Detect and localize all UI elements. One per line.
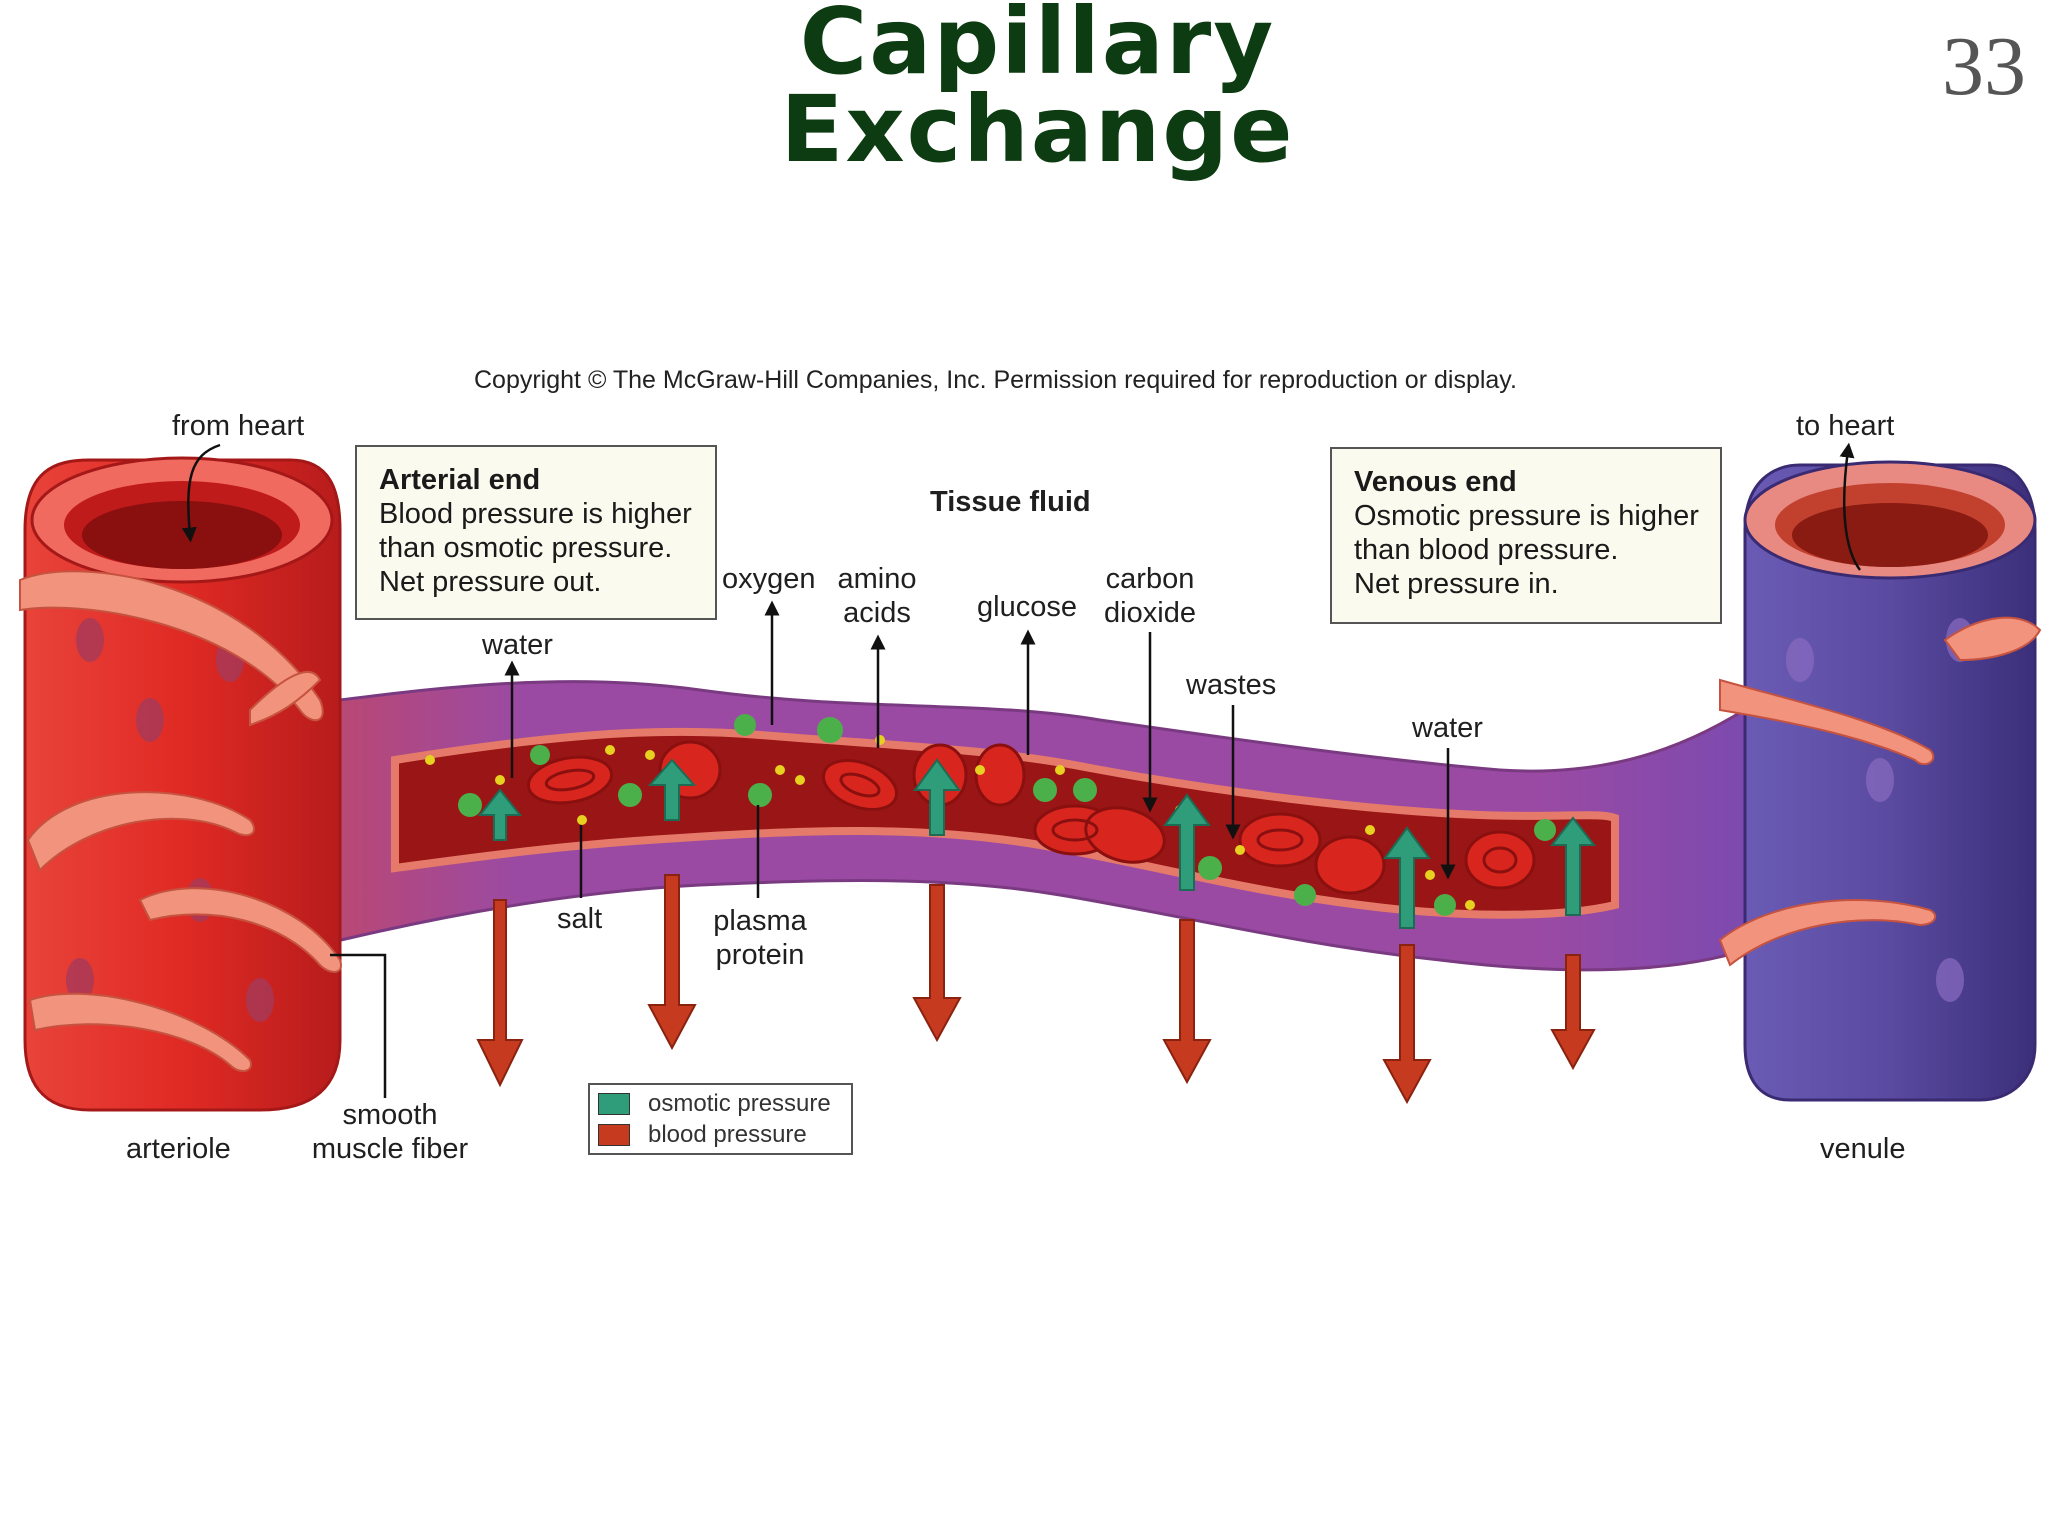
label-plasma-protein: plasma protein xyxy=(700,904,820,972)
copyright-notice: Copyright © The McGraw-Hill Companies, I… xyxy=(474,366,1517,394)
arterial-end-title: Arterial end xyxy=(379,464,541,496)
label-smooth-line-2: muscle fiber xyxy=(311,1133,469,1165)
label-amino-line-1: amino xyxy=(837,563,917,595)
legend-osmotic-label: osmotic pressure xyxy=(648,1089,831,1117)
label-oxygen: oxygen xyxy=(722,563,816,595)
legend-row-osmotic: osmotic pressure xyxy=(598,1088,843,1119)
label-wastes: wastes xyxy=(1186,669,1277,701)
arteriole-vessel xyxy=(19,456,342,1112)
arterial-end-line-3: Net pressure out. xyxy=(379,566,602,598)
label-arteriole: arteriole xyxy=(126,1133,231,1165)
label-venule: venule xyxy=(1820,1133,1906,1165)
arterial-end-line-2: than osmotic pressure. xyxy=(379,532,673,564)
label-water-left: water xyxy=(482,629,553,661)
label-carbon-dioxide: carbon dioxide xyxy=(1098,562,1202,630)
slide-title: Capillary Exchange xyxy=(700,0,1375,183)
pressure-legend: osmotic pressure blood pressure xyxy=(588,1083,853,1155)
blood-swatch xyxy=(598,1123,630,1146)
legend-blood-label: blood pressure xyxy=(648,1120,807,1148)
page-number: 33 xyxy=(1942,20,2026,113)
blood-pressure-arrows xyxy=(476,874,1596,1105)
label-from-heart: from heart xyxy=(172,410,305,442)
label-smooth-muscle-fiber: smooth muscle fiber xyxy=(300,1098,480,1166)
osmotic-arrows xyxy=(477,758,1597,929)
plasma-proteins xyxy=(458,714,1556,916)
label-amino-acids: amino acids xyxy=(832,562,922,630)
label-carbon-line-2: dioxide xyxy=(1104,597,1196,629)
venous-end-line-2: than blood pressure. xyxy=(1354,534,1619,566)
label-water-right: water xyxy=(1412,712,1483,744)
label-carbon-line-1: carbon xyxy=(1105,563,1195,595)
smooth-muscle-bands xyxy=(19,570,342,1072)
leader-lines xyxy=(181,442,1862,1098)
osmotic-swatch xyxy=(598,1092,630,1115)
venous-end-line-3: Net pressure in. xyxy=(1354,568,1559,600)
venous-end-title: Venous end xyxy=(1354,466,1517,498)
arterial-end-box: Arterial end Blood pressure is higher th… xyxy=(355,445,717,620)
label-smooth-line-1: smooth xyxy=(342,1099,438,1131)
venous-end-box: Venous end Osmotic pressure is higher th… xyxy=(1330,447,1722,624)
label-plasma-line-1: plasma xyxy=(713,905,807,937)
label-glucose: glucose xyxy=(977,591,1077,623)
label-plasma-line-2: protein xyxy=(715,939,805,971)
title-line-2: Exchange xyxy=(780,76,1295,183)
label-amino-line-2: acids xyxy=(843,597,911,629)
title-line-1: Capillary xyxy=(799,0,1276,95)
label-salt: salt xyxy=(557,903,603,935)
legend-row-blood: blood pressure xyxy=(598,1119,843,1150)
label-tissue-fluid: Tissue fluid xyxy=(930,486,1091,518)
arterial-end-line-1: Blood pressure is higher xyxy=(379,498,692,530)
venule-vessel xyxy=(1718,460,2042,1102)
label-to-heart: to heart xyxy=(1796,410,1895,442)
venous-end-line-1: Osmotic pressure is higher xyxy=(1354,500,1699,532)
